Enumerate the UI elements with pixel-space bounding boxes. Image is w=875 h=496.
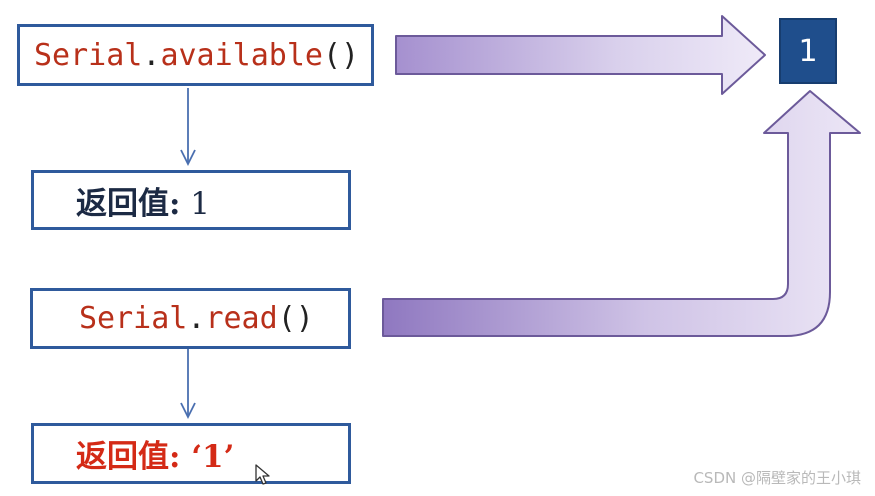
code-dot: . xyxy=(187,301,206,336)
serial-read-box: Serial.read() xyxy=(30,288,351,349)
code-parens: () xyxy=(277,301,314,336)
connector-arrowhead-2 xyxy=(180,402,196,420)
return-number: 1 xyxy=(180,185,211,222)
return-label: 返回值: xyxy=(76,185,181,222)
code-object: Serial xyxy=(79,301,188,336)
connector-arrowhead-1 xyxy=(180,149,196,167)
return-value-box-1: 返回值: 1 xyxy=(31,170,351,230)
block-arrow-available-to-badge xyxy=(395,15,766,95)
code-dot: . xyxy=(142,37,161,73)
return-value-1: 返回值: 1 xyxy=(76,178,210,223)
code-method: read xyxy=(205,301,278,336)
code-method: available xyxy=(160,37,323,73)
watermark: CSDN @隔壁家的王小琪 xyxy=(693,469,861,487)
serial-read-code: Serial.read() xyxy=(79,301,314,336)
result-badge: 1 xyxy=(779,18,837,84)
serial-available-box: Serial.available() xyxy=(17,24,374,86)
code-object: Serial xyxy=(34,37,143,73)
return-value-box-2: 返回值: ‘1’ xyxy=(31,423,351,484)
bent-arrow-read-to-badge xyxy=(382,90,861,337)
serial-available-code: Serial.available() xyxy=(34,38,359,73)
mouse-cursor-icon xyxy=(255,464,270,485)
code-parens: () xyxy=(323,37,360,73)
return-value-2: 返回值: ‘1’ xyxy=(76,439,235,475)
